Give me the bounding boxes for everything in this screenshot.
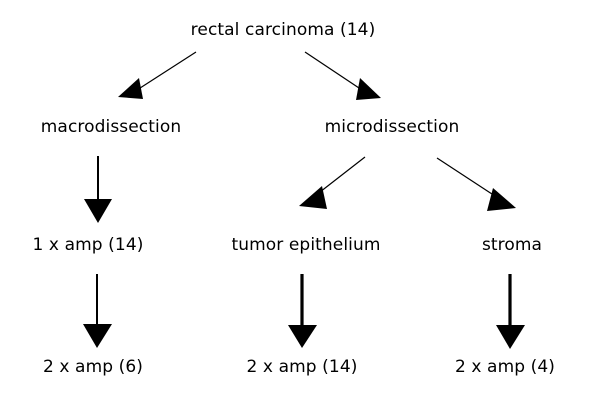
edge-tumor-to-amp2 — [288, 274, 317, 348]
edge-microdissection-to-tumor — [299, 156, 366, 209]
edge-macrodissection-to-amp1 — [84, 156, 112, 223]
edge-root-to-macrodissection — [118, 51, 197, 99]
node-tumor-epithelium: tumor epithelium — [231, 235, 381, 255]
arrowhead-stroma-to-amp2 — [496, 325, 525, 349]
node-2x-amp-14: 2 x amp (14) — [246, 357, 358, 377]
node-stroma: stroma — [481, 235, 543, 255]
edge-microdissection-to-stroma — [436, 157, 516, 211]
node-1x-amp-14: 1 x amp (14) — [32, 235, 144, 255]
edge-amp1-to-amp2-macro — [83, 274, 112, 348]
node-2x-amp-6: 2 x amp (6) — [42, 357, 144, 377]
arrowhead-tumor-to-amp2 — [288, 325, 317, 348]
arrowhead-root-to-macrodissection — [118, 78, 143, 99]
arrowhead-root-to-microdissection — [356, 78, 381, 100]
arrowhead-macrodissection-to-amp1 — [84, 199, 112, 223]
arrowhead-microdissection-to-stroma — [487, 188, 516, 211]
node-rectal-carcinoma: rectal carcinoma (14) — [190, 20, 376, 40]
node-2x-amp-4: 2 x amp (4) — [454, 357, 556, 377]
node-microdissection: microdissection — [324, 117, 460, 137]
edge-root-to-microdissection — [304, 51, 381, 100]
arrowhead-amp1-to-amp2-macro — [83, 324, 112, 348]
arrowhead-microdissection-to-tumor — [299, 186, 327, 209]
edge-stroma-to-amp2 — [496, 274, 525, 349]
node-macrodissection: macrodissection — [40, 117, 182, 137]
